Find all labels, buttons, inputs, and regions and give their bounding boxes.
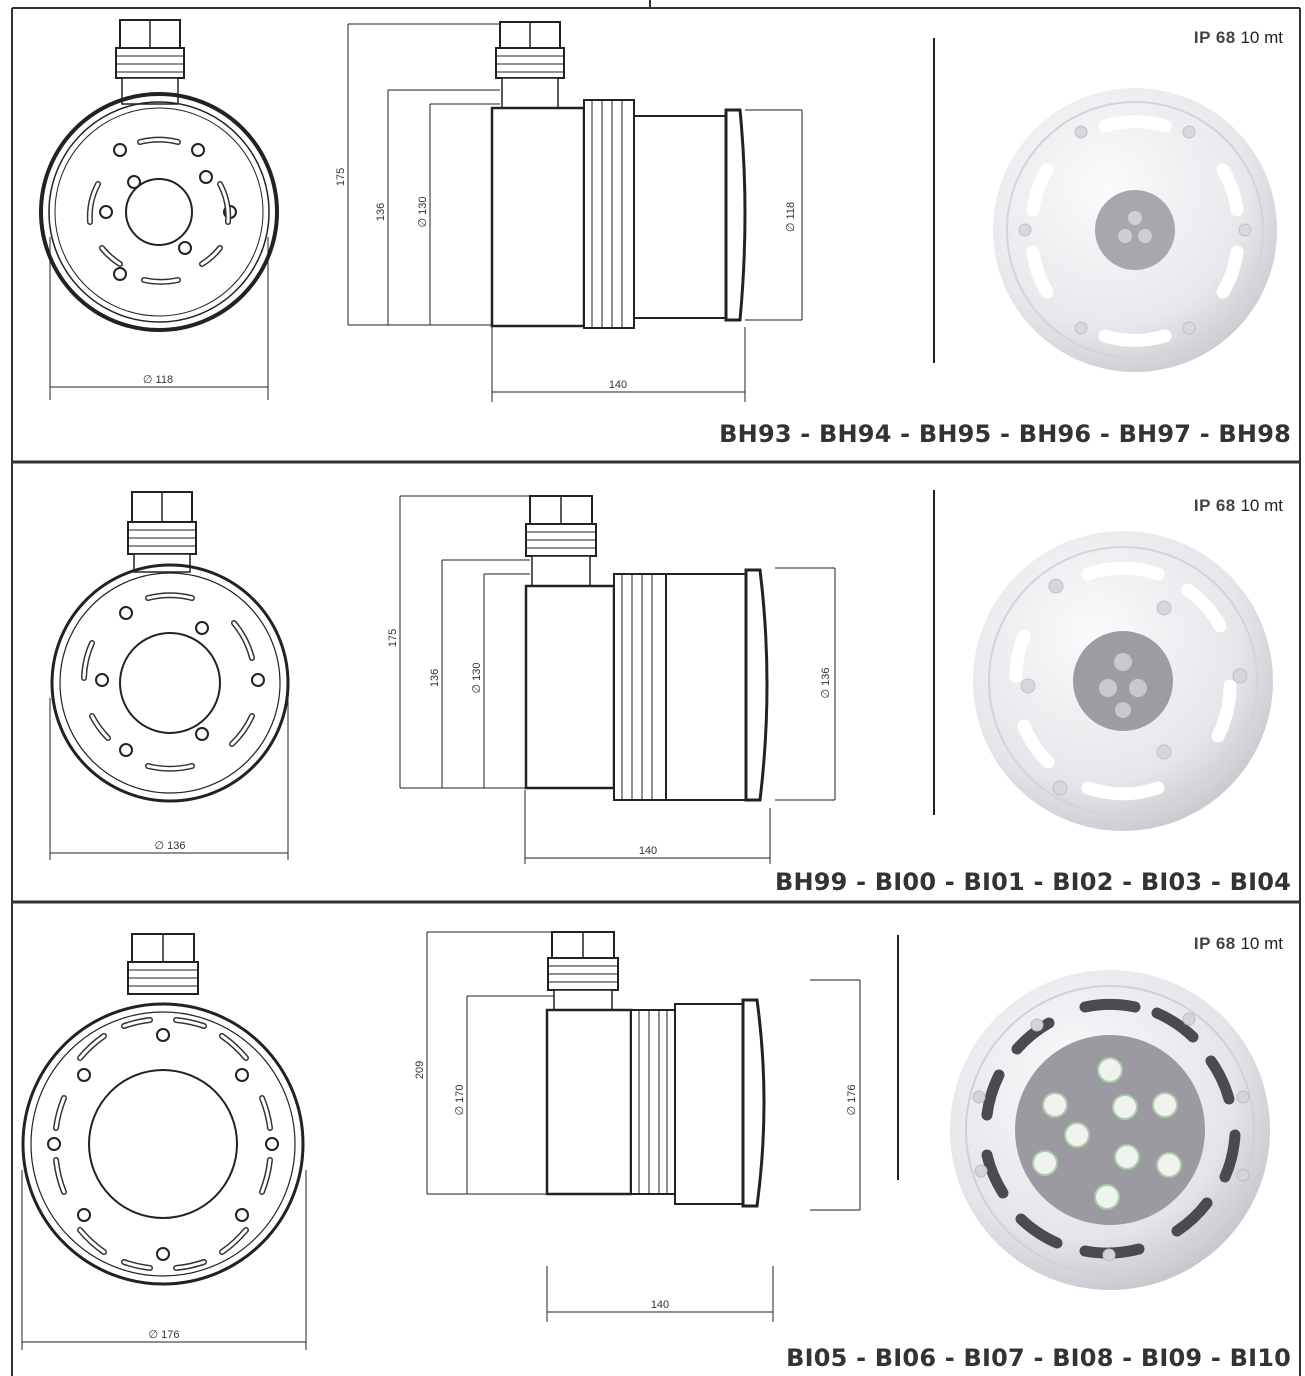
panel-3-side-view: 209 ∅ 170 ∅ 176 140 <box>415 931 861 1322</box>
panel-2-ip-depth: 10 mt <box>1240 496 1283 515</box>
panel-1-front-diameter: ∅ 118 <box>143 374 173 386</box>
panel-1-ip-rating: IP 68 10 mt <box>1194 28 1283 48</box>
panel-1-height-body: 136 <box>375 203 387 221</box>
panel-3-ip-code: IP 68 <box>1193 934 1236 953</box>
panel-2-models: BH99 - BI00 - BI01 - BI02 - BI03 - BI04 <box>774 868 1291 896</box>
panel-1-height-total: 175 <box>335 168 347 186</box>
panel-2-ip-rating: IP 68 10 mt <box>1194 496 1283 516</box>
panel-1-divider <box>933 38 935 363</box>
panel-2-side-view: 175 136 ∅ 130 ∅ 136 140 <box>387 495 836 864</box>
panel-2-front-view: ∅ 136 <box>49 491 290 860</box>
panel-3-length: 140 <box>651 1299 669 1311</box>
panel-2-height-body: 136 <box>429 669 441 687</box>
panel-2-front-diameter: ∅ 136 <box>155 840 186 852</box>
panel-1-ip-depth: 10 mt <box>1240 28 1283 47</box>
panel-2-divider <box>933 490 935 815</box>
panel-1-front-view: ∅ 118 <box>39 19 279 400</box>
panel-3-photo <box>950 970 1270 1290</box>
panel-3-face-diameter: ∅ 176 <box>846 1085 858 1116</box>
panel-2-height-total: 175 <box>387 629 399 647</box>
panel-3-ip-depth: 10 mt <box>1240 934 1283 953</box>
panel-2-body-diameter: ∅ 130 <box>471 663 483 694</box>
panel-2-photo <box>973 531 1273 831</box>
panel-1-body-diameter: ∅ 130 <box>417 197 429 228</box>
panel-1-ip-code: IP 68 <box>1193 28 1236 47</box>
panel-3-body-diameter: ∅ 170 <box>454 1085 466 1116</box>
panel-3-models: BI05 - BI06 - BI07 - BI08 - BI09 - BI10 <box>786 1344 1291 1372</box>
panel-2-face-diameter: ∅ 136 <box>820 668 832 699</box>
panel-2-length: 140 <box>639 845 657 857</box>
panel-1-face-diameter: ∅ 118 <box>785 202 797 232</box>
panel-1-models: BH93 - BH94 - BH95 - BH96 - BH97 - BH98 <box>719 420 1291 448</box>
panel-2-ip-code: IP 68 <box>1193 496 1236 515</box>
panel-3-height-total: 209 <box>415 1061 426 1079</box>
panel-1-photo <box>993 88 1277 372</box>
panel-1-length: 140 <box>609 379 627 391</box>
panel-3-divider <box>897 935 899 1180</box>
panel-3-ip-rating: IP 68 10 mt <box>1194 934 1283 954</box>
panel-1-side-view: 175 136 ∅ 130 ∅ 118 140 <box>335 21 803 402</box>
panel-3-front-diameter: ∅ 176 <box>149 1329 180 1341</box>
panel-3-front-view: ∅ 176 <box>21 933 307 1350</box>
